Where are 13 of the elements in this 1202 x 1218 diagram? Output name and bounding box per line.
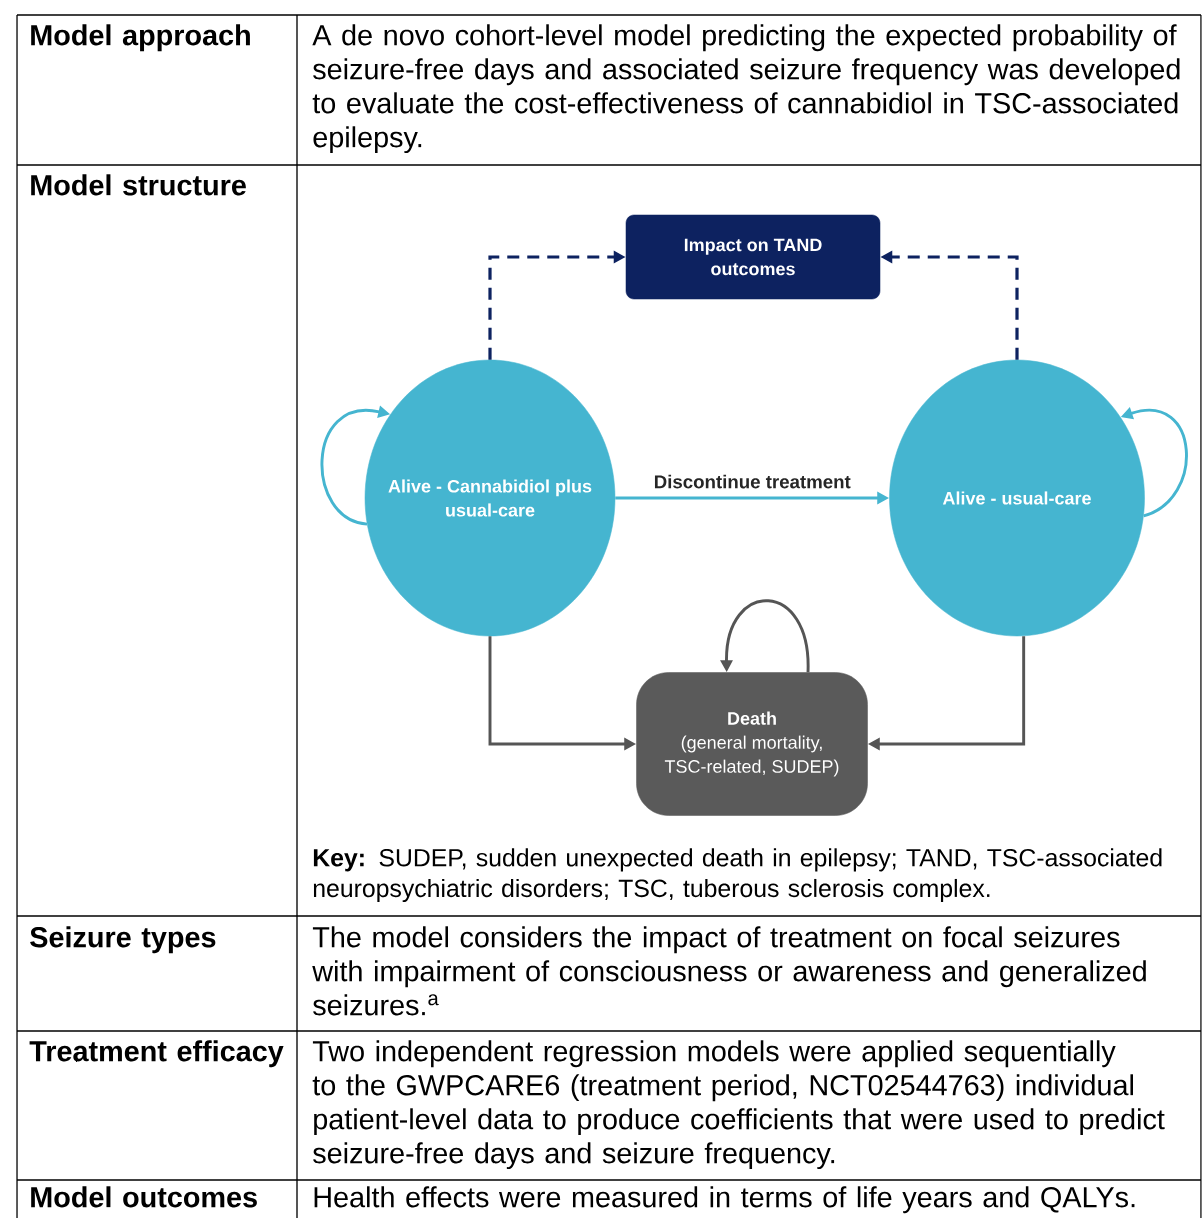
key-text: Key: SUDEP, sudden unexpected death in epilepsy; TAND, TSC-associated neuropsychiatric disorders; TSC, tuberous sclerosis complex.: [313, 848, 1162, 903]
outcome-box: Impact on TAND outcomes: [625, 214, 881, 300]
row-heading: Model outcomes: [31, 1186, 257, 1208]
cell-text: Health effects were measured in terms of life years and QALYs.: [314, 1186, 1135, 1214]
row-heading: Model structure: [31, 174, 246, 196]
edge-label: Discontinue treatment: [652, 473, 853, 490]
absorbing-state-box: Death (general mortality, TSC-related, SUDEP): [636, 672, 868, 816]
row-heading: Treatment efficacy: [29, 1040, 284, 1068]
row-heading: Seizure types: [30, 926, 216, 954]
row-heading: Model approach: [31, 24, 250, 52]
cell-text: Two independent regression models were applied sequentially to the GWPCARE6 (treatment period, NCT02544763) individual patient-level data to produce coefficients that were used to predict seizure-free days and seizure frequency.: [312, 1040, 1165, 1170]
cell-text: A de novo cohort-level model predicting the expected probability of seizure-free days and associated seizure frequency was developed to evaluate the cost-effectiveness of cannabidiol in TSC-associated epilepsy.: [312, 24, 1180, 154]
cell-text: The model considers the impact of treatment on focal seizures with impairment of consciousness or awareness and generalized seizures.$^{a}$: [312, 926, 1146, 1016]
